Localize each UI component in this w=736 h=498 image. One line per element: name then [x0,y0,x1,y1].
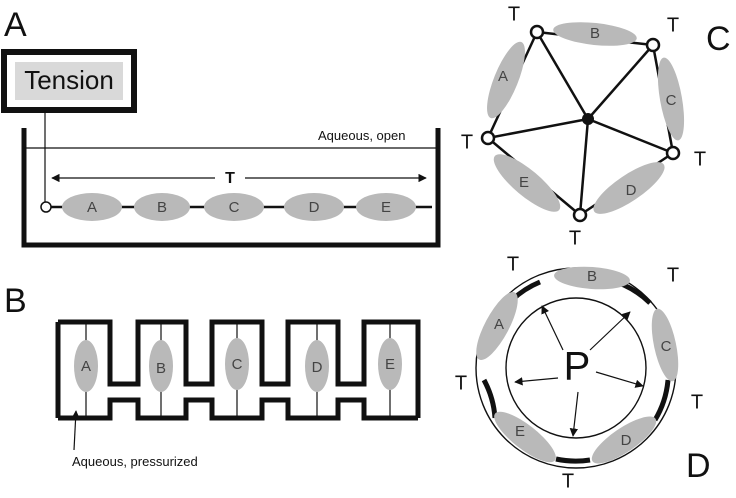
panel-c: C B A C D E [461,3,731,249]
panel-d-letter: D [686,447,711,485]
cell-b-a [74,340,98,392]
cell-d-c-label: C [661,338,672,355]
panel-c-letter: C [706,20,731,58]
cell-d-a [476,291,518,361]
pressurized-chamber-top-wall [55,319,421,418]
panel-b: B A B C D E Aqueous, pressurized [4,282,421,469]
cell-d-b-label: B [587,268,597,285]
cell-b [134,193,190,221]
cell-b-b-label: B [156,360,166,377]
cell-c-e-label: E [519,174,529,191]
cell-d-a-label: A [494,316,504,333]
tension-label-c-1: T [508,3,520,25]
junction-node-left [480,130,496,146]
cell-c-e [493,154,561,212]
junction-node-top-left [529,24,545,40]
panel-a-letter: A [4,6,27,44]
cell-d [284,193,344,221]
cell-d-e [494,411,556,463]
central-hub [582,113,594,125]
cell-b-a-label: A [81,358,91,375]
span-label: T [225,170,235,187]
cell-b-b [149,340,173,392]
pressure-label: P [564,345,591,389]
cell-b-e-label: E [385,356,395,373]
tension-label-d-3: T [691,391,703,413]
cell-e-label: E [381,199,391,216]
cell-d-c [651,308,679,382]
open-trough [21,128,441,248]
tension-meter-display [15,62,123,100]
tension-label-d-5: T [455,372,467,394]
pressurized-chamber-bottom-wall [58,397,418,421]
network-spokes [487,31,674,216]
cell-a [62,193,122,221]
cell-b-d [305,340,329,392]
cell-b-c [225,338,249,390]
cell-e [356,193,416,221]
cell-d-e-label: E [515,423,525,440]
panel-b-letter: B [4,282,27,320]
anchor-bead [40,201,52,213]
pressurized-pointer-arrow [71,410,80,451]
tension-label-c-4: T [569,227,581,249]
medium-label-pressurized: Aqueous, pressurized [72,454,198,469]
cell-d-b [554,266,630,290]
tension-label-c-5: T [461,131,473,153]
cell-b-d-label: D [312,359,323,376]
tension-label-d-1: T [507,253,519,275]
cell-d-label: D [309,199,320,216]
cell-c-c [657,57,685,141]
cell-c-b-label: B [590,25,600,42]
cell-c-label: C [229,199,240,216]
tension-label-c-3: T [694,148,706,170]
cell-b-c-label: C [232,356,243,373]
cell-c-a [487,41,525,119]
cell-b-e [378,338,402,390]
cell-d-d-label: D [621,432,632,449]
tension-label-c-2: T [667,14,679,36]
cell-c-c-label: C [666,92,677,109]
cell-d-d [591,416,657,464]
tension-label: Tension [24,65,114,95]
panel-d: D B A C D E P T T [455,253,711,492]
cell-c [204,193,264,221]
cell-c-b [553,22,637,46]
junction-node-bottom [572,207,588,223]
medium-label-open: Aqueous, open [318,128,405,143]
tension-label-d-2: T [667,264,679,286]
cell-c-a-label: A [498,68,508,85]
cell-a-label: A [87,199,97,216]
inner-ring [505,297,647,439]
tension-label-d-4: T [562,470,574,492]
junction-node-right [665,145,681,161]
pressure-arrows [514,305,644,437]
panel-a: A Tension Aqueous, open T A B C D E [1,6,441,248]
cell-b-label: B [157,199,167,216]
cell-c-d [593,162,665,214]
junction-node-top-right [645,37,661,53]
cell-c-d-label: D [626,182,637,199]
